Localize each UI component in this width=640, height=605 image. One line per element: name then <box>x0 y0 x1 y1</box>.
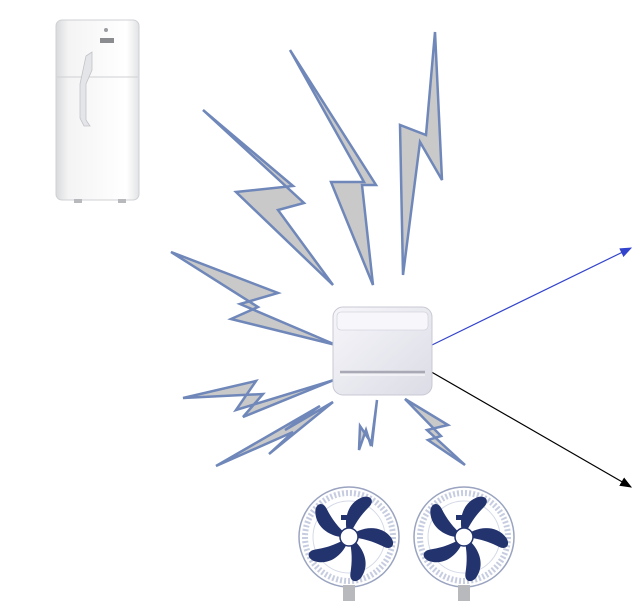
refrigerator-icon <box>55 19 140 203</box>
signal-bolt <box>170 250 337 347</box>
arrow-blue <box>431 247 633 346</box>
connection-arrows <box>427 247 633 488</box>
signal-bolt <box>202 109 335 286</box>
hub-device-icon <box>332 306 433 396</box>
fan-icon <box>298 486 400 601</box>
fan-icon <box>413 486 515 601</box>
signal-bolt <box>398 31 444 276</box>
arrow-black <box>427 369 633 488</box>
signal-bolt <box>215 400 334 468</box>
wireless-signals <box>170 31 466 468</box>
signal-bolt <box>357 399 379 451</box>
signal-bolt <box>288 49 379 286</box>
signal-bolt <box>404 397 466 467</box>
